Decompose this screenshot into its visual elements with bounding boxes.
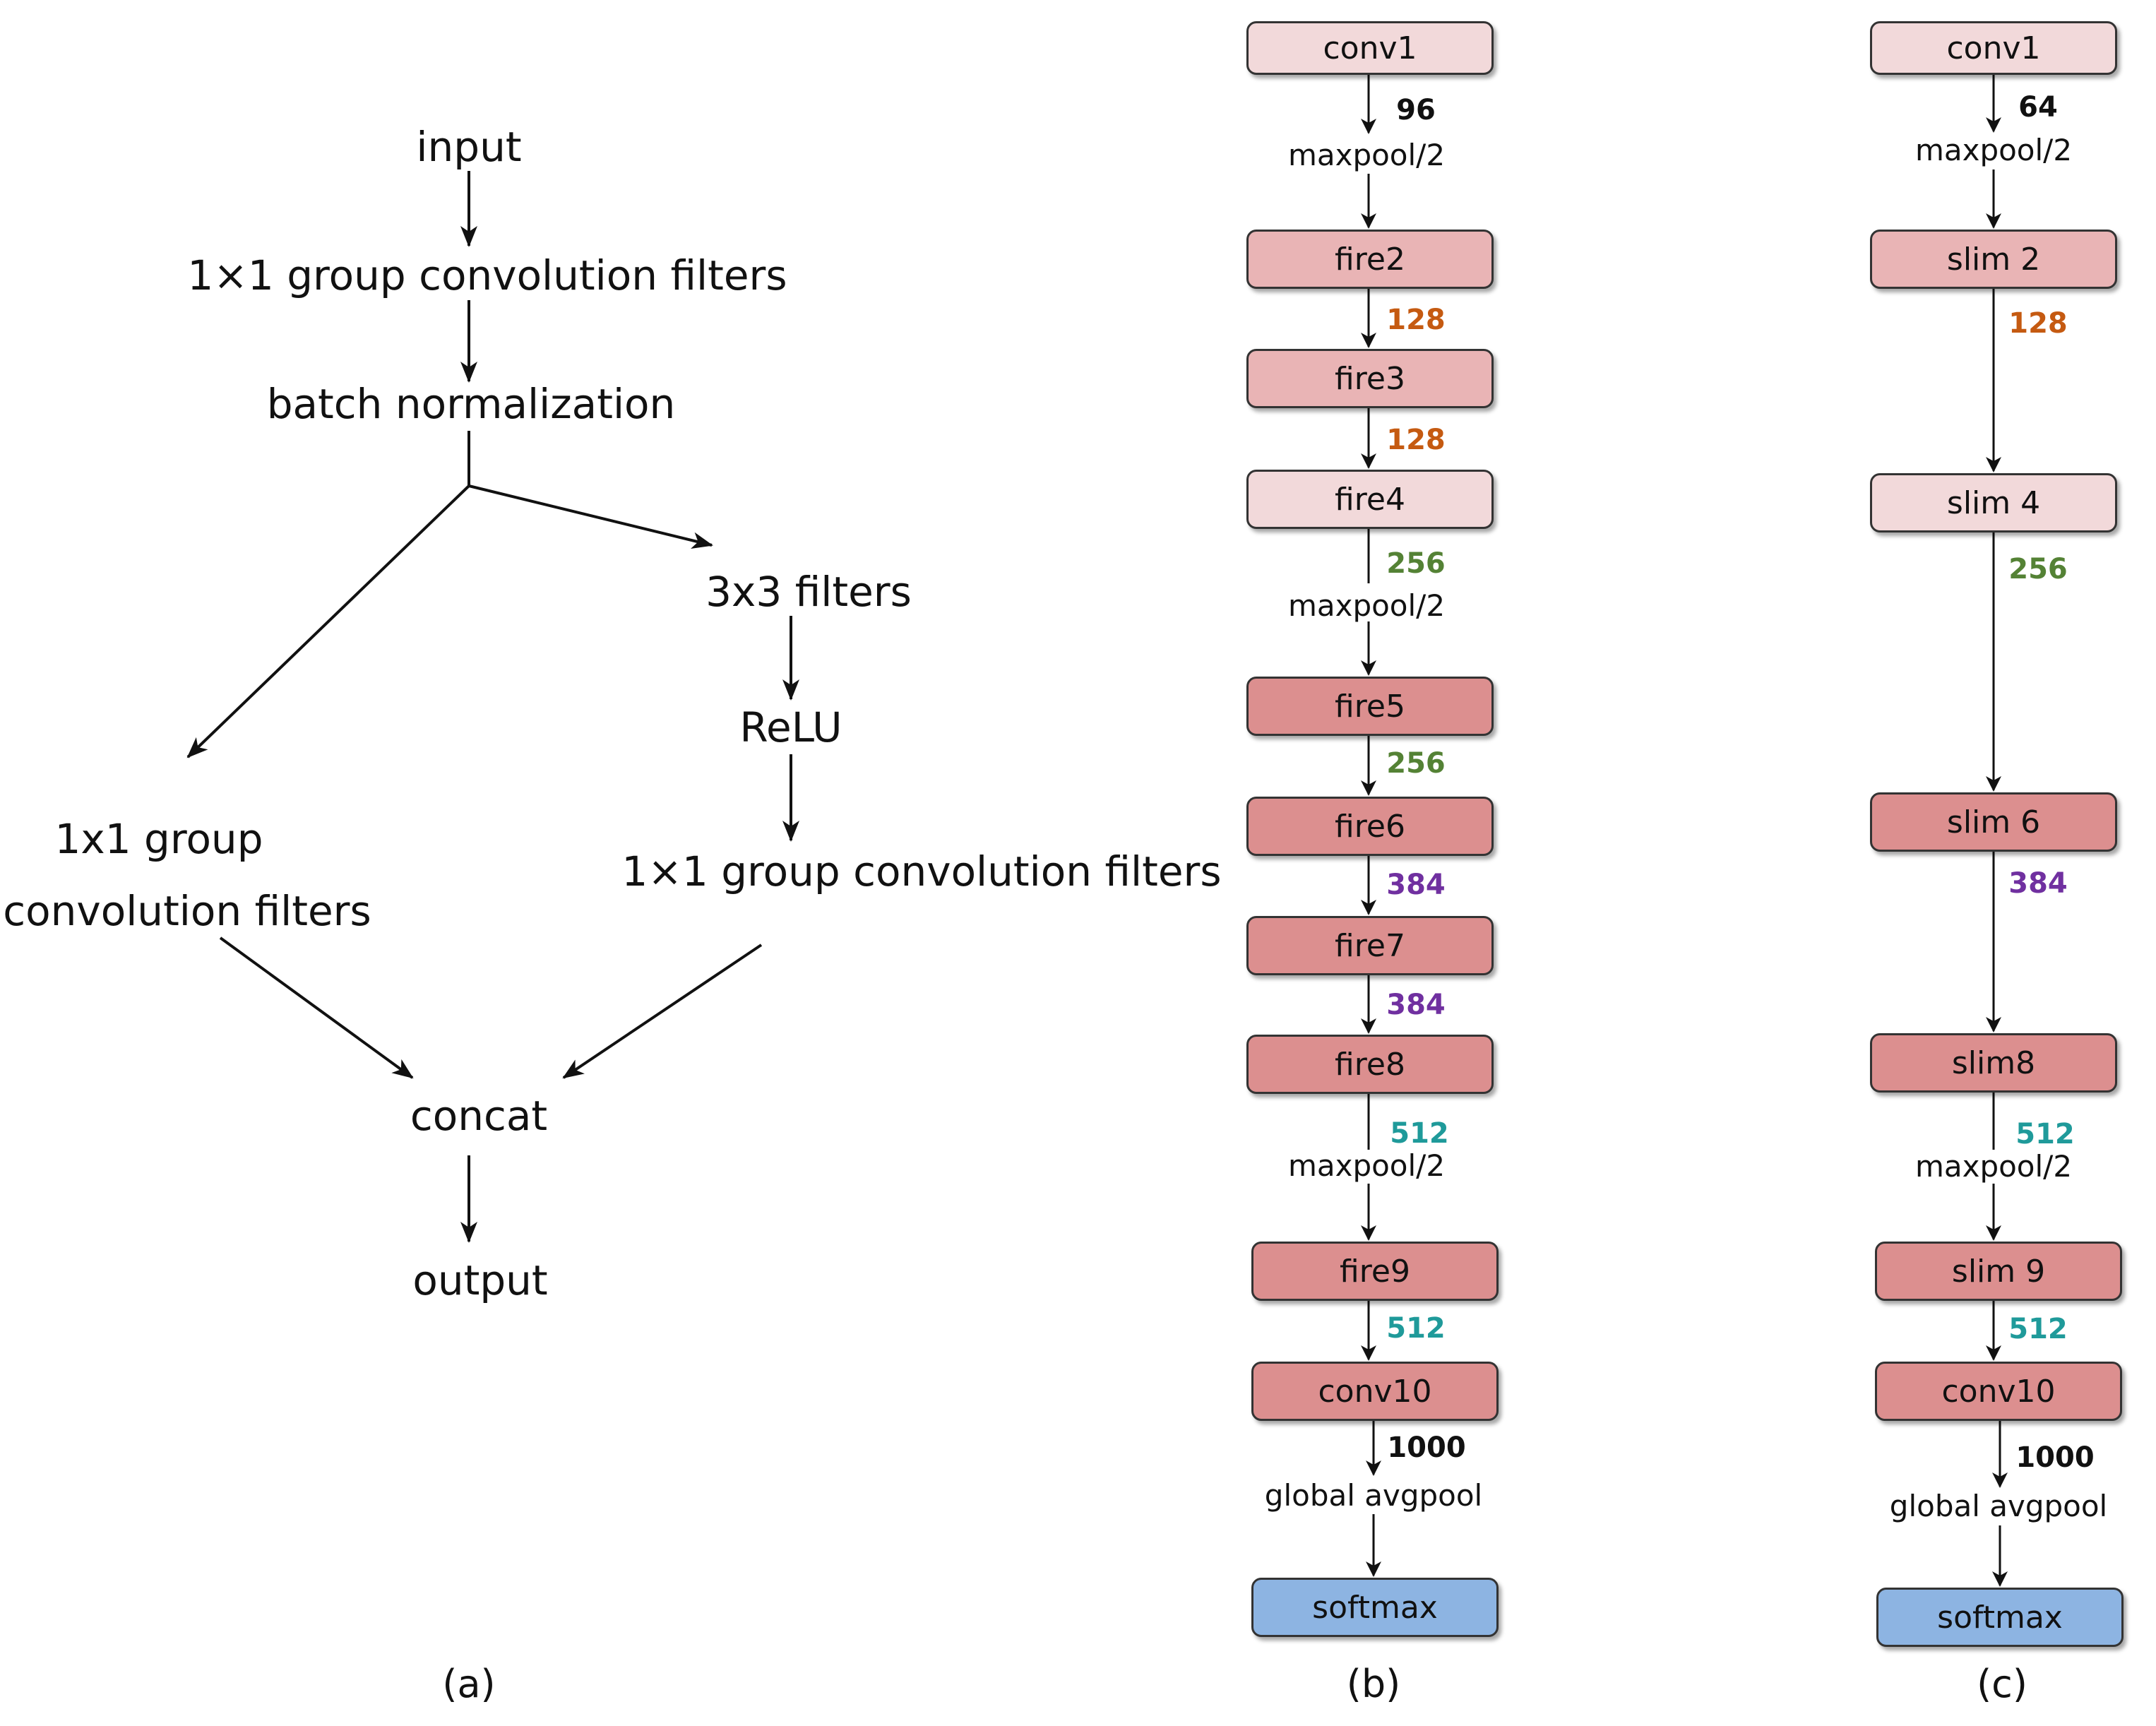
channels-384-c: 384 [2008, 867, 2068, 900]
block-slim6: slim 6 [1870, 792, 2117, 852]
channels-256-c: 256 [2008, 553, 2068, 585]
channels-128-c: 128 [2008, 307, 2068, 340]
block-fire2: fire2 [1246, 230, 1494, 289]
block-slim9: slim 9 [1875, 1242, 2122, 1301]
channels-1000-b: 1000 [1387, 1432, 1466, 1464]
block-conv10-b: conv10 [1251, 1362, 1499, 1421]
channels-512-c1: 512 [2015, 1118, 2075, 1150]
block-slim2: slim 2 [1870, 230, 2117, 289]
channels-512-c2: 512 [2008, 1313, 2068, 1345]
relu-label: ReLU [739, 703, 842, 751]
global-avgpool-b: global avgpool [1264, 1478, 1483, 1513]
block-conv1-c: conv1 [1870, 21, 2117, 75]
batch-normalization-label: batch normalization [266, 380, 676, 428]
channels-384-b1: 384 [1386, 869, 1446, 901]
caption-a: (a) [442, 1662, 496, 1706]
maxpool-b1: maxpool/2 [1287, 138, 1446, 172]
block-softmax-c: softmax [1876, 1588, 2124, 1647]
block-fire6: fire6 [1246, 797, 1494, 856]
channels-1000-c: 1000 [2015, 1441, 2095, 1474]
arrow-to-left-conv [186, 484, 470, 758]
concat-label: concat [410, 1092, 548, 1140]
maxpool-c2: maxpool/2 [1914, 1149, 2073, 1184]
block-fire5: fire5 [1246, 677, 1494, 736]
channels-64: 64 [2018, 91, 2058, 124]
block-fire7: fire7 [1246, 916, 1494, 975]
caption-c: (c) [1977, 1662, 2027, 1706]
maxpool-b3: maxpool/2 [1287, 1148, 1446, 1183]
filters-3x3-label: 3x3 filters [705, 568, 912, 616]
group-conv-filters-label: 1×1 group convolution filters [187, 251, 787, 299]
block-slim8: slim8 [1870, 1033, 2117, 1093]
maxpool-b2: maxpool/2 [1287, 588, 1446, 623]
block-conv1-b: conv1 [1246, 21, 1494, 75]
block-fire9: fire9 [1251, 1242, 1499, 1301]
channels-96: 96 [1396, 94, 1436, 126]
block-softmax-b: softmax [1251, 1578, 1499, 1637]
input-label: input [416, 123, 522, 171]
arrow-left-to-concat [219, 936, 414, 1079]
block-fire8: fire8 [1246, 1035, 1494, 1094]
global-avgpool-c: global avgpool [1889, 1489, 2108, 1523]
channels-128-b1: 128 [1386, 304, 1446, 336]
channels-512-b1: 512 [1390, 1117, 1449, 1150]
channels-512-b2: 512 [1386, 1312, 1446, 1345]
left-group-conv-label-line2: convolution filters [3, 887, 371, 935]
block-conv10-c: conv10 [1875, 1362, 2122, 1421]
block-fire4: fire4 [1246, 470, 1494, 529]
block-fire3: fire3 [1246, 349, 1494, 408]
channels-384-b2: 384 [1386, 989, 1446, 1021]
caption-b: (b) [1346, 1662, 1401, 1706]
block-slim4: slim 4 [1870, 473, 2117, 532]
channels-128-b2: 128 [1386, 424, 1446, 456]
channels-256-b1: 256 [1386, 547, 1446, 580]
channels-256-b2: 256 [1386, 747, 1446, 780]
arrow-to-3x3 [468, 484, 713, 549]
right-group-conv-label: 1×1 group convolution filters [621, 847, 1222, 895]
arrow-right-to-concat [562, 944, 763, 1079]
maxpool-c1: maxpool/2 [1914, 133, 2073, 167]
output-label: output [412, 1256, 548, 1304]
left-group-conv-label-line1: 1x1 group [54, 815, 263, 863]
